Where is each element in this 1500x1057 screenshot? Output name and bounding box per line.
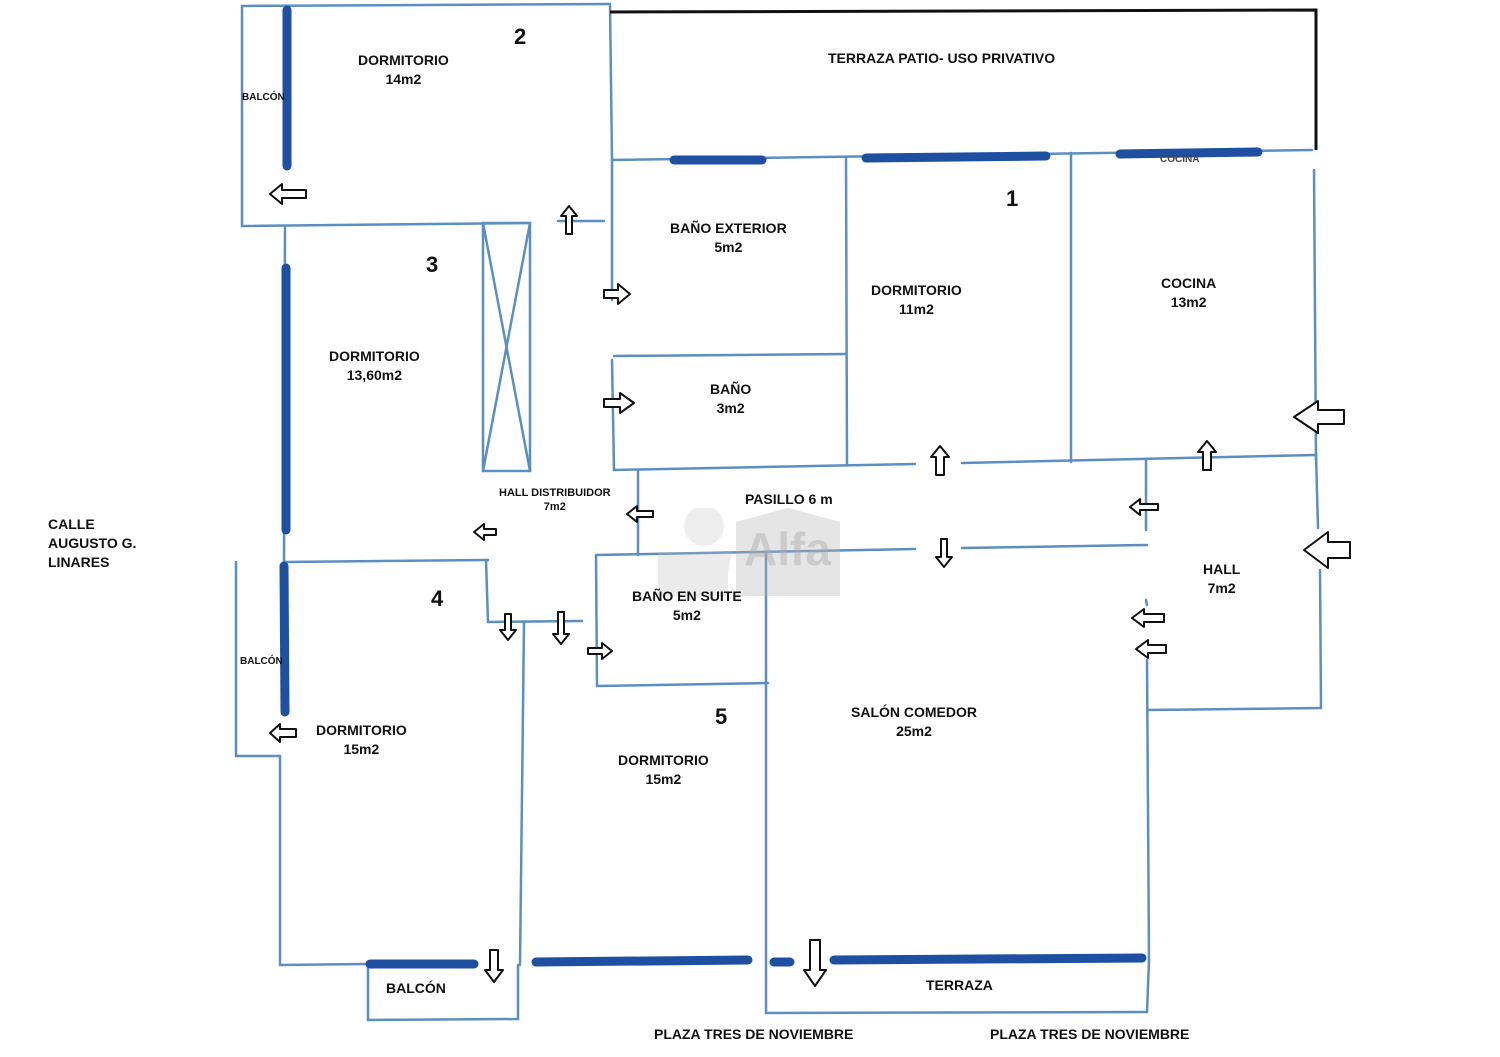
room-name: DORMITORIO xyxy=(871,282,962,298)
room-area: 3m2 xyxy=(716,400,745,416)
arrow-left-icon xyxy=(269,183,307,205)
arrow-right-icon xyxy=(587,642,613,660)
room-area: 5m2 xyxy=(672,607,701,623)
room-number-1: 1 xyxy=(1006,186,1019,211)
arrows xyxy=(269,183,1351,987)
street-calle-label: CALLE AUGUSTO G. LINARES xyxy=(48,515,136,572)
arrow-up-icon xyxy=(930,445,950,476)
street-line: AUGUSTO G. xyxy=(48,535,137,551)
room-name: HALL DISTRIBUIDOR xyxy=(499,487,611,499)
arrow-down-icon xyxy=(552,611,570,645)
pasillo-label: PASILLO 6 m xyxy=(745,491,833,507)
room-area: 5m2 xyxy=(714,239,743,255)
arrow-left-icon xyxy=(1131,608,1165,628)
room-name: DORMITORIO xyxy=(618,752,709,768)
terraza-label: TERRAZA xyxy=(926,977,993,993)
plaza-label-left: PLAZA TRES DE NOVIEMBRE xyxy=(654,1026,854,1042)
room-hall-distribuidor: HALL DISTRIBUIDOR 7m2 xyxy=(499,486,611,514)
room-number-5: 5 xyxy=(715,704,728,729)
room-dormitorio-3: DORMITORIO 13,60m2 xyxy=(329,347,420,385)
arrow-right-icon xyxy=(603,392,635,414)
room-bano-en-suite: BAÑO EN SUITE 5m2 xyxy=(632,587,742,625)
room-area: 13,60m2 xyxy=(346,367,403,383)
room-name: DORMITORIO xyxy=(329,348,420,364)
room-area: 13m2 xyxy=(1170,294,1207,310)
balcon-label: BALCÓN xyxy=(242,92,285,103)
room-bano-exterior: BAÑO EXTERIOR 5m2 xyxy=(670,219,787,257)
arrow-down-icon xyxy=(935,538,953,568)
arrow-up-icon xyxy=(560,205,578,235)
cocina-top-label: COCINA xyxy=(1160,154,1200,165)
arrow-down-icon xyxy=(803,939,827,987)
room-dormitorio-1: DORMITORIO 11m2 xyxy=(871,281,962,319)
terraza-outline xyxy=(609,8,1318,150)
room-hall: HALL 7m2 xyxy=(1203,560,1240,598)
walls xyxy=(234,2,1323,1022)
arrow-left-icon xyxy=(1135,639,1167,659)
arrow-left-icon xyxy=(473,523,497,541)
room-salon-comedor: SALÓN COMEDOR 25m2 xyxy=(851,703,977,741)
arrow-up-icon xyxy=(1197,440,1217,471)
room-bano: BAÑO 3m2 xyxy=(710,380,751,418)
room-name: SALÓN COMEDOR xyxy=(851,704,977,720)
balcon-label: BALCÓN xyxy=(240,656,283,667)
arrow-left-icon xyxy=(626,505,654,523)
arrow-down-icon xyxy=(484,949,504,983)
room-cocina: COCINA 13m2 xyxy=(1161,274,1216,312)
plaza-label-right: PLAZA TRES DE NOVIEMBRE xyxy=(990,1026,1190,1042)
arrow-right-icon xyxy=(603,283,631,305)
arrow-down-icon xyxy=(499,613,517,641)
street-line: LINARES xyxy=(48,554,110,570)
terraza-patio-label: TERRAZA PATIO- USO PRIVATIVO xyxy=(828,50,1056,66)
room-area: 14m2 xyxy=(385,71,422,87)
room-number-4: 4 xyxy=(431,586,444,611)
room-number-2: 2 xyxy=(514,24,527,49)
room-name: HALL xyxy=(1203,561,1241,577)
room-number-3: 3 xyxy=(426,252,439,277)
room-dormitorio-4: DORMITORIO 15m2 xyxy=(316,721,407,759)
room-area: 25m2 xyxy=(896,723,932,739)
room-area: 7m2 xyxy=(543,501,566,513)
room-dormitorio-5: DORMITORIO 15m2 xyxy=(618,751,709,789)
room-name: DORMITORIO xyxy=(316,722,407,738)
arrow-left-icon xyxy=(1129,498,1159,516)
arrow-left-icon xyxy=(1303,531,1351,569)
balcon-bottom-label: BALCÓN xyxy=(386,980,446,996)
room-name: BAÑO EXTERIOR xyxy=(670,220,787,236)
room-dormitorio-2: DORMITORIO 14m2 xyxy=(358,51,449,89)
arrow-left-icon xyxy=(1293,400,1345,434)
arrow-left-icon xyxy=(269,723,297,743)
room-area: 11m2 xyxy=(898,301,934,317)
room-name: DORMITORIO xyxy=(358,52,449,68)
room-area: 15m2 xyxy=(645,771,682,787)
room-name: COCINA xyxy=(1161,275,1217,291)
windows xyxy=(279,5,1263,969)
room-name: BAÑO EN SUITE xyxy=(632,588,742,604)
street-line: CALLE xyxy=(48,516,95,532)
room-name: BAÑO xyxy=(710,381,752,397)
room-area: 15m2 xyxy=(343,741,380,757)
room-area: 7m2 xyxy=(1207,580,1236,596)
